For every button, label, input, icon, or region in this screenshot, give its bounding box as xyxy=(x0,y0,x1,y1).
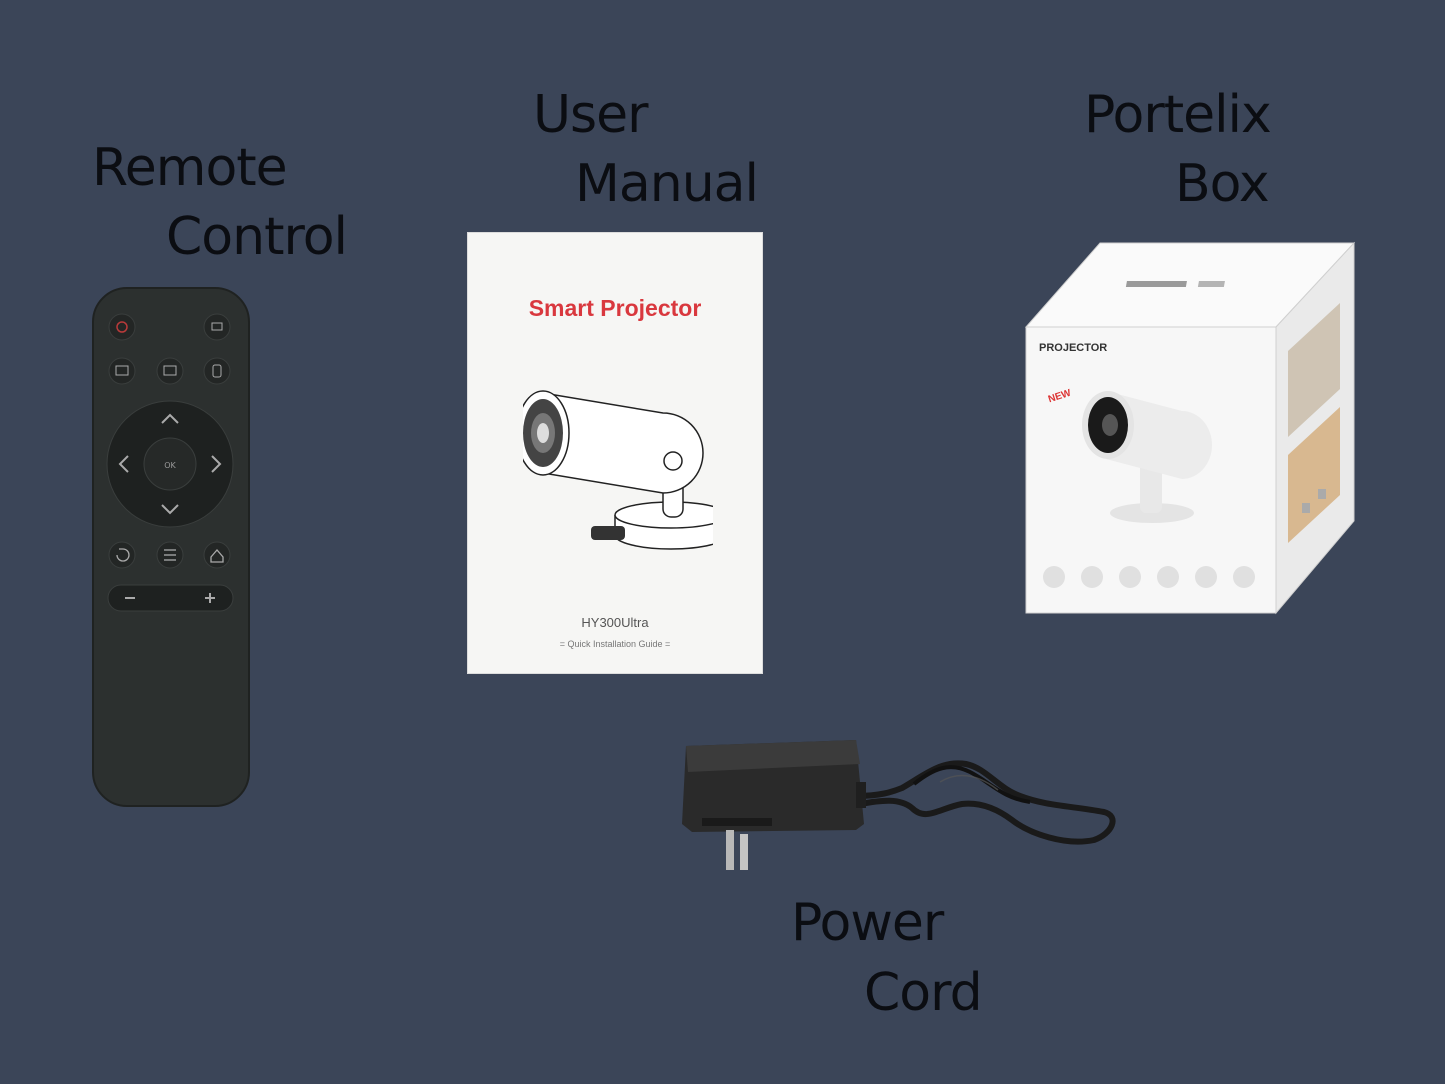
svg-text:OK: OK xyxy=(164,461,176,470)
remote-control: OK xyxy=(92,287,250,807)
projector-illustration xyxy=(523,383,713,563)
manual-model: HY300Ultra xyxy=(581,615,649,630)
remote-control-label-line1: Remote xyxy=(92,138,288,198)
user-manual-label-line2: Manual xyxy=(575,154,759,214)
power-cord xyxy=(680,738,1120,878)
portelix-box-label-line1: Portelix xyxy=(1084,85,1272,145)
portelix-box-label-line2: Box xyxy=(1175,154,1270,214)
power-cord-label-line2: Cord xyxy=(864,963,983,1023)
user-manual-label-line1: User xyxy=(533,85,649,145)
manual-subtitle: = Quick Installation Guide = xyxy=(559,639,671,649)
remote-control-label-line2: Control xyxy=(166,207,348,267)
portelix-box: PROJECTOR NEW xyxy=(1022,241,1356,615)
box-brand-text: PROJECTOR xyxy=(1039,342,1108,354)
user-manual: Smart Projector HY300Ultra = Quick Insta… xyxy=(468,233,762,673)
manual-title: Smart Projector xyxy=(528,295,702,321)
power-cord-label-line1: Power xyxy=(791,893,944,953)
